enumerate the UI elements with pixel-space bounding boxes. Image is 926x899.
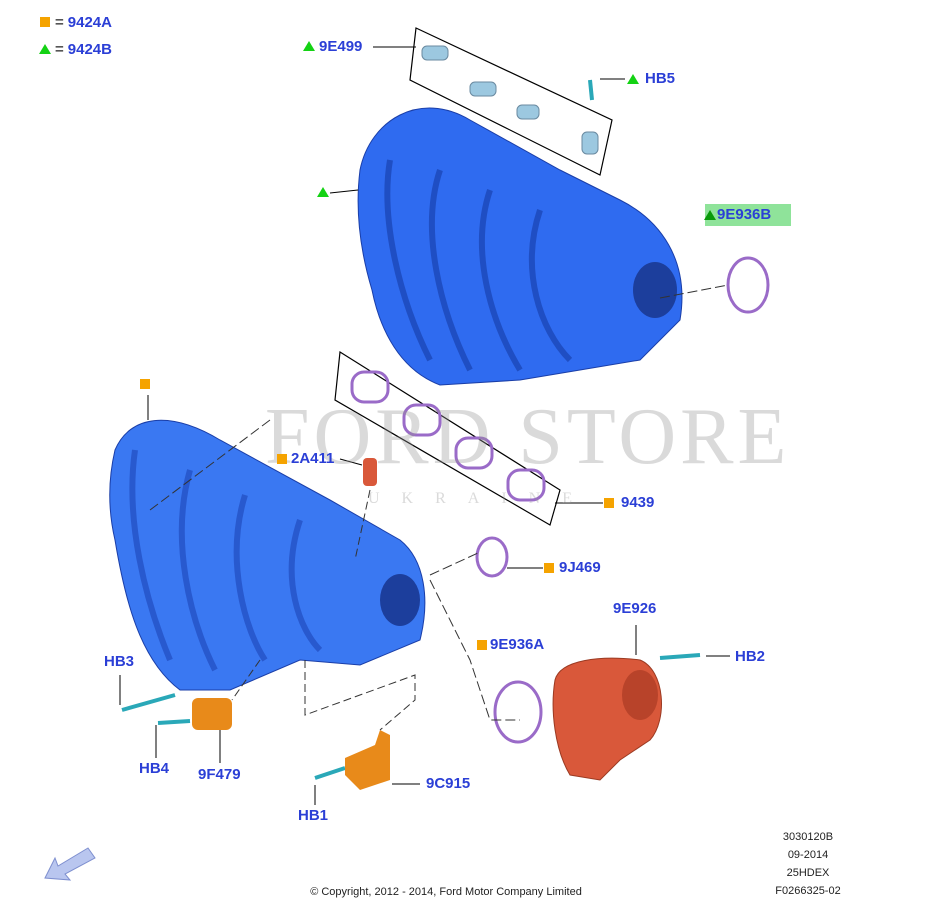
highlight-9E936B bbox=[705, 204, 791, 226]
square-icon bbox=[277, 454, 287, 464]
callout-9F479[interactable]: 9F479 bbox=[198, 766, 241, 783]
callout-9C915[interactable]: 9C915 bbox=[426, 775, 471, 792]
o-ring-9E936B bbox=[726, 256, 770, 314]
illustration-date: 09-2014 bbox=[787, 849, 829, 861]
illustration-number: 3030120B bbox=[782, 831, 834, 843]
gasket-frame-lower bbox=[334, 350, 561, 526]
o-ring-9E936A bbox=[493, 680, 543, 744]
bolts bbox=[121, 79, 701, 780]
callout-2A411[interactable]: 2A411 bbox=[291, 450, 335, 467]
valve-9C915 bbox=[345, 730, 390, 790]
legend-square-icon bbox=[40, 17, 50, 27]
callout-HB4[interactable]: HB4 bbox=[139, 760, 170, 777]
square-icon bbox=[604, 498, 614, 508]
square-icon bbox=[544, 563, 554, 573]
copyright: © Copyright, 2012 - 2014, Ford Motor Com… bbox=[310, 886, 582, 898]
square-icon bbox=[140, 379, 150, 389]
legend-9424A: =9424A bbox=[55, 14, 112, 32]
lower-gaskets bbox=[350, 370, 546, 502]
callout-HB5[interactable]: HB5 bbox=[645, 70, 676, 87]
callout-9E936B[interactable]: 9E936B bbox=[717, 206, 772, 223]
legend-label: 9424A bbox=[67, 14, 112, 31]
o-ring-9J469 bbox=[475, 536, 509, 578]
triangle-icon bbox=[704, 210, 716, 220]
sensor-2A411 bbox=[363, 458, 377, 486]
callout-9J469[interactable]: 9J469 bbox=[559, 559, 601, 576]
callout-9E499[interactable]: 9E499 bbox=[319, 38, 363, 55]
callout-HB3[interactable]: HB3 bbox=[104, 653, 135, 670]
sensor-9F479 bbox=[192, 698, 232, 730]
legend-9424B: =9424B bbox=[55, 41, 112, 59]
nav-arrow-icon bbox=[44, 847, 96, 881]
triangle-icon bbox=[317, 187, 329, 197]
callout-9E926[interactable]: 9E926 bbox=[613, 600, 657, 617]
equals-sign: = bbox=[55, 14, 64, 31]
square-icon bbox=[477, 640, 487, 650]
equals-sign: = bbox=[55, 41, 64, 58]
callout-9439[interactable]: 9439 bbox=[621, 494, 655, 511]
figure-code: F0266325-02 bbox=[775, 885, 841, 897]
gasket-frame-upper bbox=[409, 27, 613, 176]
upper-intake-manifold bbox=[357, 107, 683, 386]
watermark-title: FORD STORE bbox=[265, 393, 791, 481]
legend-triangle-icon bbox=[39, 44, 51, 54]
watermark-subtitle: UKRAINE bbox=[368, 490, 594, 507]
callout-9E936A[interactable]: 9E936A bbox=[490, 636, 545, 653]
triangle-icon bbox=[627, 74, 639, 84]
callout-HB1[interactable]: HB1 bbox=[298, 807, 329, 824]
triangle-icon bbox=[303, 41, 315, 51]
engine-code: 25HDEX bbox=[786, 867, 830, 879]
upper-gaskets bbox=[421, 45, 599, 155]
legend-label: 9424B bbox=[67, 41, 112, 58]
callout-HB2[interactable]: HB2 bbox=[735, 648, 766, 665]
